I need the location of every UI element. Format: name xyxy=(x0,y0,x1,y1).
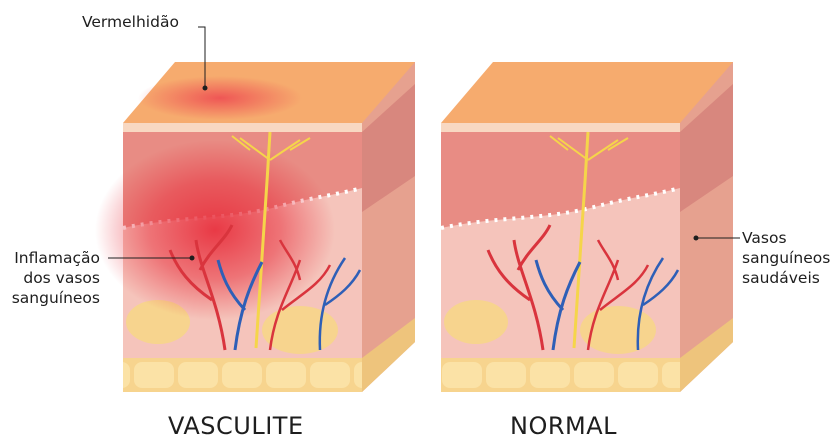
panel-title-normal: NORMAL xyxy=(510,412,617,440)
panel-title-vasculite: VASCULITE xyxy=(168,412,304,440)
callout-inflammation: Inflamação dos vasos sanguíneos xyxy=(0,248,100,308)
callout-healthy-vessels: Vasos sanguíneos saudáveis xyxy=(742,228,830,288)
vasculite-skin-block xyxy=(95,62,415,392)
callout-redness: Vermelhidão xyxy=(82,12,179,32)
inflammation-area xyxy=(95,140,335,320)
fat-layer xyxy=(123,358,362,392)
fat-layer xyxy=(441,358,680,392)
normal-skin-block xyxy=(441,62,733,392)
redness-spot xyxy=(138,76,302,120)
